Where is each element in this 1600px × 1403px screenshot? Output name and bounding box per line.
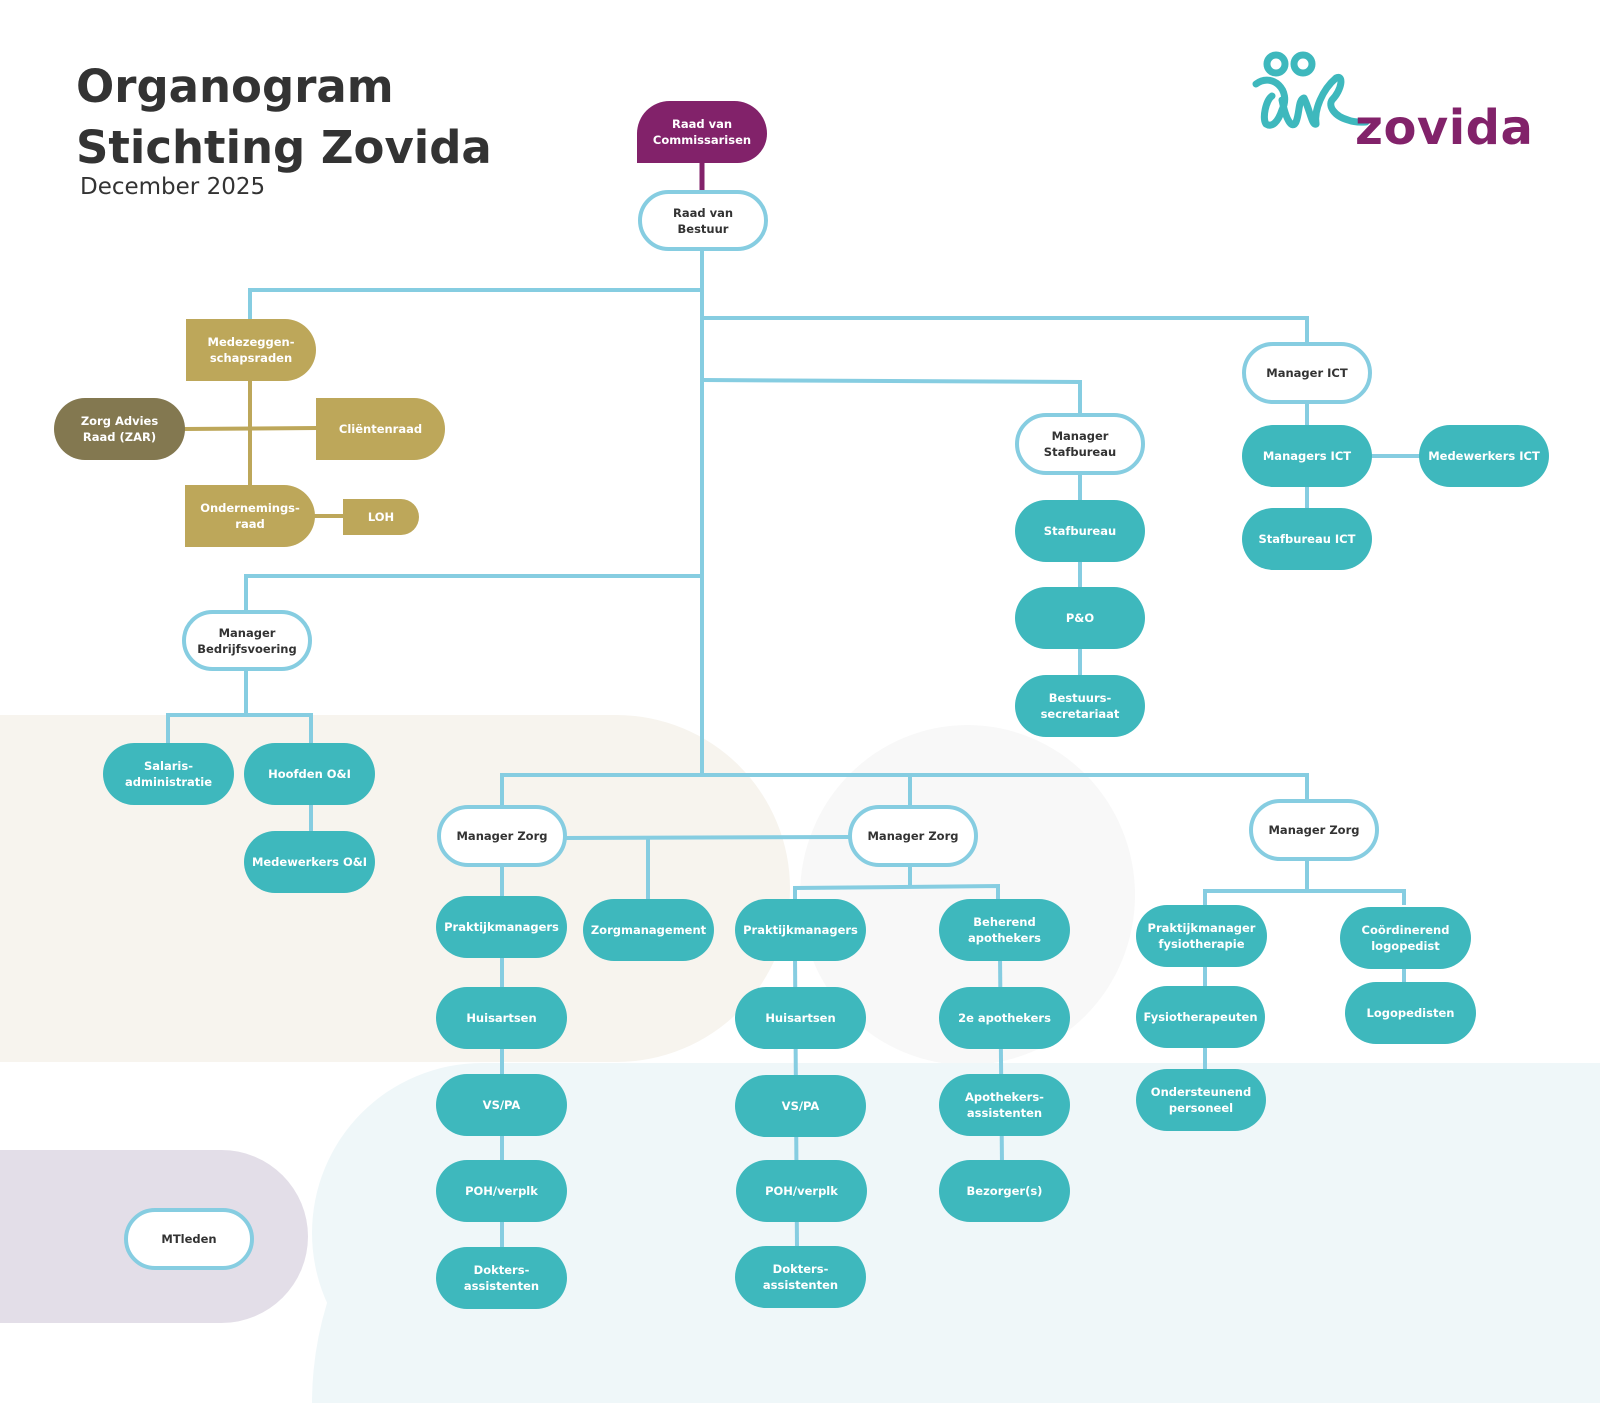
node-raad-van-commissarissen[interactable]: Raad van Commissarisen [637,101,767,163]
node-logopedisten[interactable]: Logopedisten [1345,982,1476,1044]
node-raad-van-bestuur[interactable]: Raad van Bestuur [638,190,768,251]
zovida-figures-icon [1252,51,1370,129]
node-fysiotherapeuten[interactable]: Fysiotherapeuten [1136,986,1265,1048]
node-vspa-2[interactable]: VS/PA [735,1075,866,1137]
node-manager-bedrijfsvoering[interactable]: Manager Bedrijfsvoering [182,610,312,671]
page-title: Organogram Stichting Zovida [76,56,492,178]
node-doktersassistenten-1[interactable]: Dokters- assistenten [436,1247,567,1309]
connector [500,773,1309,808]
node-medezeggenschapsraden[interactable]: Medezeggen- schapsraden [186,319,316,381]
node-manager-zorg-1[interactable]: Manager Zorg [437,805,567,867]
node-p-en-o[interactable]: P&O [1015,587,1145,649]
node-huisartsen-2[interactable]: Huisartsen [735,987,866,1049]
node-stafbureau-ict[interactable]: Stafbureau ICT [1242,508,1372,570]
connector [564,835,851,840]
zovida-wordmark: zovida [1355,100,1534,156]
node-label: Raad van Bestuur [672,205,734,236]
connector [1203,889,1406,905]
node-zorgmanagement[interactable]: Zorgmanagement [583,899,714,961]
node-praktijkmanagers-1[interactable]: Praktijkmanagers [436,896,567,958]
node-stafbureau[interactable]: Stafbureau [1015,500,1145,562]
node-hoofden-oi[interactable]: Hoofden O&I [244,743,375,805]
node-2e-apothekers[interactable]: 2e apothekers [939,987,1070,1049]
node-huisartsen-1[interactable]: Huisartsen [436,987,567,1049]
connector-gold [183,426,319,431]
legend-mtleden: MTleden [124,1208,254,1270]
node-praktijkmanagers-2[interactable]: Praktijkmanagers [735,899,866,961]
connector [701,378,1082,416]
node-ondersteunend-personeel[interactable]: Ondersteunend personeel [1136,1069,1266,1131]
node-vspa-1[interactable]: VS/PA [436,1074,567,1136]
node-coordinerend-logopedist[interactable]: Coördinerend logopedist [1340,907,1471,969]
node-clientenraad[interactable]: Cliëntenraad [316,398,445,460]
node-manager-ict[interactable]: Manager ICT [1242,342,1372,404]
node-bezorgers[interactable]: Bezorger(s) [939,1160,1070,1222]
node-poh-1[interactable]: POH/verplk [436,1160,567,1222]
node-medewerkers-oi[interactable]: Medewerkers O&I [244,831,375,893]
node-doktersassistenten-2[interactable]: Dokters- assistenten [735,1246,866,1308]
title-line-1: Organogram [76,60,394,113]
connector [793,883,1000,900]
connector [702,316,1309,346]
connector [244,574,702,612]
node-manager-zorg-2[interactable]: Manager Zorg [848,805,978,867]
connector [166,713,313,744]
page-date: December 2025 [80,174,266,200]
node-apothekersassistenten[interactable]: Apothekers- assistenten [939,1074,1070,1136]
node-loh[interactable]: LOH [343,499,419,535]
node-poh-2[interactable]: POH/verplk [736,1160,867,1222]
node-beherend-apothekers[interactable]: Beherend apothekers [939,899,1070,961]
node-zorg-advies-raad[interactable]: Zorg Advies Raad (ZAR) [54,398,185,460]
node-ondernemingsraad[interactable]: Ondernemings- raad [185,485,315,547]
node-manager-stafbureau[interactable]: Manager Stafbureau [1015,413,1145,475]
connector [248,288,702,322]
node-bestuurssecretariaat[interactable]: Bestuurs- secretariaat [1015,675,1145,737]
node-manager-zorg-3[interactable]: Manager Zorg [1249,799,1379,861]
node-managers-ict[interactable]: Managers ICT [1242,425,1372,487]
node-medewerkers-ict[interactable]: Medewerkers ICT [1419,425,1549,487]
node-praktijkmanager-fysiotherapie[interactable]: Praktijkmanager fysiotherapie [1136,905,1267,967]
title-line-2: Stichting Zovida [76,121,492,174]
node-salarisadministratie[interactable]: Salaris- administratie [103,743,234,805]
